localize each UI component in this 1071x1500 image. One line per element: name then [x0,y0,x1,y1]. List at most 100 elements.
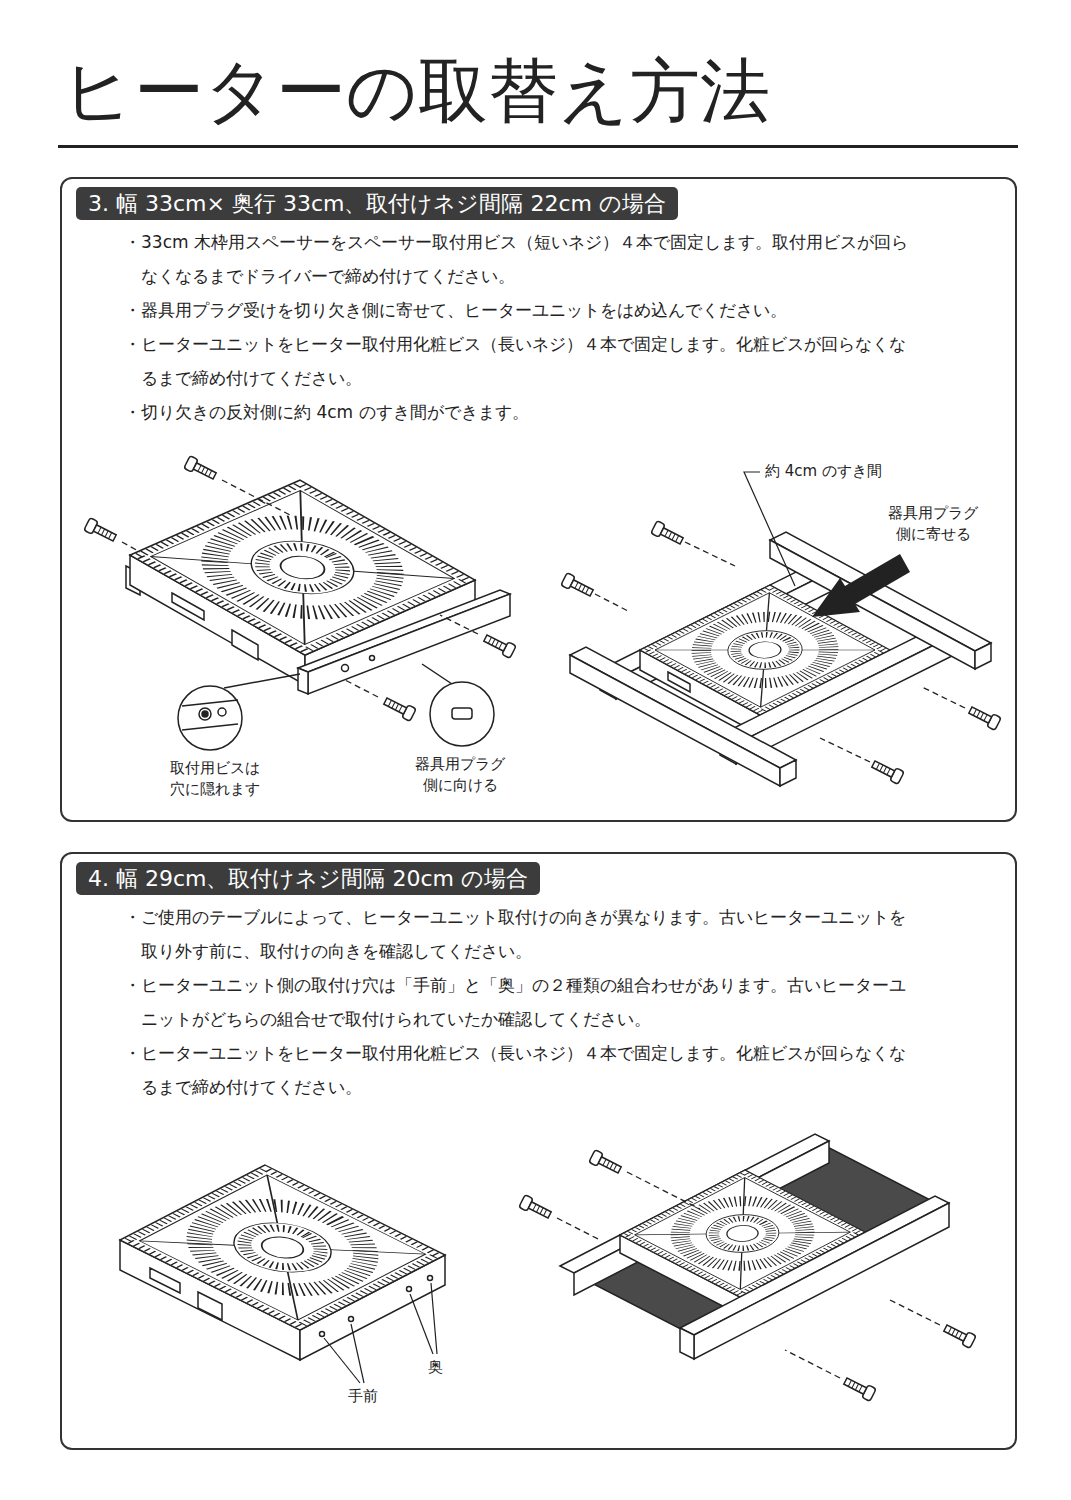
frame-with-heater [680,1328,694,1359]
bullet-list: ・ご使用のテーブルによって、ヒーターユニット取付けの向きが異なります。古いヒータ… [124,900,1014,1104]
heater-with-spacer [370,656,375,661]
heater-unit [120,1165,445,1360]
section-panel: ・ご使用のテーブルによって、ヒーターユニット取付けの向きが異なります。古いヒータ… [60,852,1017,1450]
frame-with-heater [770,532,991,651]
frame-with-heater [694,1203,949,1359]
screw-dashes [595,542,965,762]
bullet-text: ・器具用プラグ受けを切り欠き側に寄せて、ヒーターユニットをはめ込んでください。 [124,293,1014,327]
screw-dashes [920,686,965,708]
heater-unit [120,1165,445,1330]
heater-with-spacer [172,593,204,620]
screw-dashes [122,542,140,552]
screw-dashes [222,480,292,516]
frame-with-heater [975,643,991,669]
heater-with-spacer [298,668,308,694]
callout-label: 器具用プラグ 側に向ける [405,754,515,796]
screws [519,1150,976,1402]
detail-circles [178,686,242,750]
callout-label: 手前 [348,1386,378,1407]
detail-circles [199,708,211,720]
bullet-text: ・ヒーターユニット側の取付け穴は「手前」と「奥」の２種類の組合わせがあります。古… [124,968,1014,1036]
detail-circles [178,664,494,750]
screws [589,1150,623,1177]
leader-lines [431,1283,437,1354]
frame-with-heater [780,760,796,786]
frame-with-heater [770,540,975,669]
callout-label: 奥 [428,1357,443,1378]
bullet-text: ・33cm 木枠用スペーサーをスペーサー取付用ビス（短いネジ）４本で固定します。… [124,225,1014,293]
screw-dashes [557,1218,600,1240]
screw-dashes [890,1300,940,1325]
heater-unit [320,1332,325,1337]
heater-unit [428,1276,433,1281]
screw-dashes [595,594,630,612]
screws [482,632,516,659]
bullet-text: ・ヒーターユニットをヒーター取付用化粧ビス（長いネジ）４本で固定します。化粧ビス… [124,327,1014,395]
title-rule [58,145,1018,148]
screws [382,695,416,722]
screws [870,758,904,785]
detail-circles [452,708,472,719]
screw-dashes [685,542,735,566]
heater-unit [198,1292,222,1320]
frame-with-heater [570,647,796,768]
frame-with-heater [736,634,956,764]
callout-label: 器具用プラグ 側に寄せる [878,503,988,545]
bullet-text: ・ご使用のテーブルによって、ヒーターユニット取付けの向きが異なります。古いヒータ… [124,900,1014,968]
leader-lines [324,1283,437,1383]
screw-dashes [440,615,478,634]
heater-with-spacer [232,630,258,660]
section-panel: ・33cm 木枠用スペーサーをスペーサー取付用ビス（短いネジ）４本で固定します。… [60,177,1017,822]
leader-line [744,472,795,586]
page-title: ヒーターの取替え方法 [62,46,770,136]
section-header: 4. 幅 29cm、取付けネジ間隔 20cm の場合 [76,862,540,895]
detail-circles [182,700,238,730]
bullet-text: ・ヒーターユニットをヒーター取付用化粧ビス（長いネジ）４本で固定します。化粧ビス… [124,1036,1014,1104]
screws [942,1322,976,1349]
detail-circles [218,708,226,716]
screw-dashes [785,1350,840,1378]
detail-circles [430,682,494,746]
detail-circles [224,674,300,688]
callout-label: 約 4cm のすき間 [765,461,882,482]
detail-circles [202,711,208,717]
frame-with-heater [720,625,956,744]
frame-with-heater [570,532,991,786]
frame-with-heater [560,1134,949,1359]
screw-dashes [122,480,478,697]
header-text: 4. 幅 29cm、取付けネジ間隔 20cm の場合 [76,862,540,895]
heater-with-spacer [342,665,349,672]
screw-dashes [627,1172,700,1209]
screw-dashes [557,1172,940,1378]
screws [967,704,1001,731]
bullet-list: ・33cm 木枠用スペーサーをスペーサー取付用ビス（短いネジ）４本で固定します。… [124,225,1014,429]
screws [84,456,516,722]
leader-lines [410,1294,433,1354]
screws [519,1195,553,1222]
heater-with-spacer [308,594,510,694]
section-header: 3. 幅 33cm× 奥行 33cm、取付けネジ間隔 22cm の場合 [76,187,678,220]
bullet-text: ・切り欠きの反対側に約 4cm のすき間ができます。 [124,395,1014,429]
heater-unit [349,1317,354,1322]
screws [561,521,1001,785]
frame-with-heater [570,655,780,786]
callout-label: 取付用ビスは 穴に隠れます [160,758,270,800]
screws [84,518,118,545]
screws [561,573,595,600]
header-text: 3. 幅 33cm× 奥行 33cm、取付けネジ間隔 22cm の場合 [76,187,678,220]
screws [184,456,218,483]
heater-unit [150,1268,180,1293]
screws [651,521,685,548]
direction-arrow [812,554,910,617]
leader-lines [324,1338,360,1383]
leader-lines [351,1324,364,1383]
heater-with-spacer [298,590,510,672]
screw-dashes [345,680,378,697]
frame-with-heater [680,1196,949,1335]
heater-with-spacer [126,480,510,694]
heater-unit [407,1287,412,1292]
screws [842,1375,876,1402]
detail-circles [422,664,452,684]
screw-dashes [820,738,870,762]
